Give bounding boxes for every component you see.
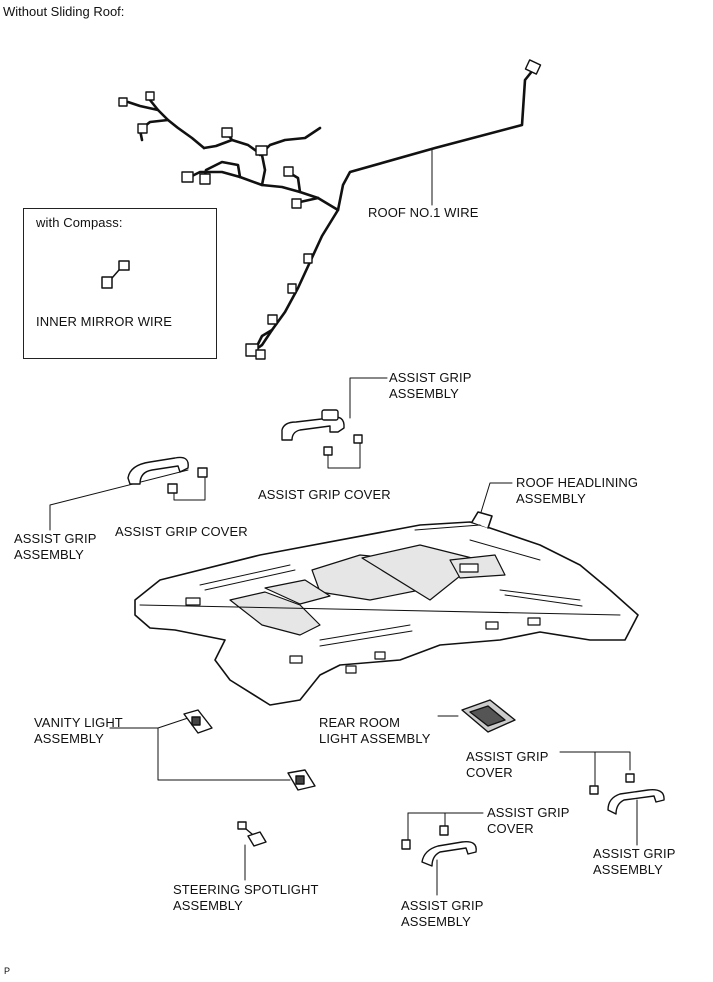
leader-lines — [49, 149, 638, 896]
steering-spotlight — [237, 821, 267, 847]
inner-mirror-wire-label: INNER MIRROR WIRE — [36, 314, 173, 329]
rear-room-light-label: REAR ROOM LIGHT ASSEMBLY — [319, 715, 431, 746]
roof-wire-harness — [120, 68, 535, 354]
inner-mirror-wire — [101, 260, 130, 289]
assist-grip-assembly-right-label: ASSIST GRIP ASSEMBLY — [593, 846, 676, 877]
assist-grip-cover-left-label: ASSIST GRIP COVER — [115, 524, 248, 539]
vanity-light — [183, 709, 316, 791]
assist-grip-top — [281, 409, 363, 456]
inset-title: with Compass: — [36, 215, 123, 230]
headlining-holes — [185, 563, 541, 674]
assist-grip-assembly-top-label: ASSIST GRIP ASSEMBLY — [389, 370, 472, 401]
roof-headlining — [134, 511, 639, 706]
headlining-ribs — [139, 524, 621, 647]
headlining-panels — [229, 544, 506, 636]
assist-grip-cover-mid-label: ASSIST GRIP COVER — [487, 805, 570, 836]
assist-grip-cover-right-label: ASSIST GRIP COVER — [466, 749, 549, 780]
page-title: Without Sliding Roof: — [3, 4, 125, 19]
roof-headlining-label: ROOF HEADLINING ASSEMBLY — [516, 475, 639, 506]
assist-grip-assembly-bottom-label: ASSIST GRIP ASSEMBLY — [401, 898, 484, 929]
assist-grip-bottom — [401, 825, 477, 867]
vanity-light-label: VANITY LIGHT ASSEMBLY — [34, 715, 123, 746]
compass-inset-box — [23, 208, 217, 359]
figure-code: P — [4, 966, 11, 976]
assist-grip-right — [589, 773, 665, 815]
assist-grip-assembly-left-label: ASSIST GRIP ASSEMBLY — [14, 531, 97, 562]
wire-connectors — [118, 59, 542, 360]
rear-room-light — [461, 699, 516, 733]
assist-grip-cover-top-label: ASSIST GRIP COVER — [258, 487, 391, 502]
steering-spotlight-label: STEERING SPOTLIGHT ASSEMBLY — [173, 882, 319, 913]
assist-grip-left — [127, 456, 208, 494]
roof-no1-wire-label: ROOF NO.1 WIRE — [368, 205, 479, 220]
